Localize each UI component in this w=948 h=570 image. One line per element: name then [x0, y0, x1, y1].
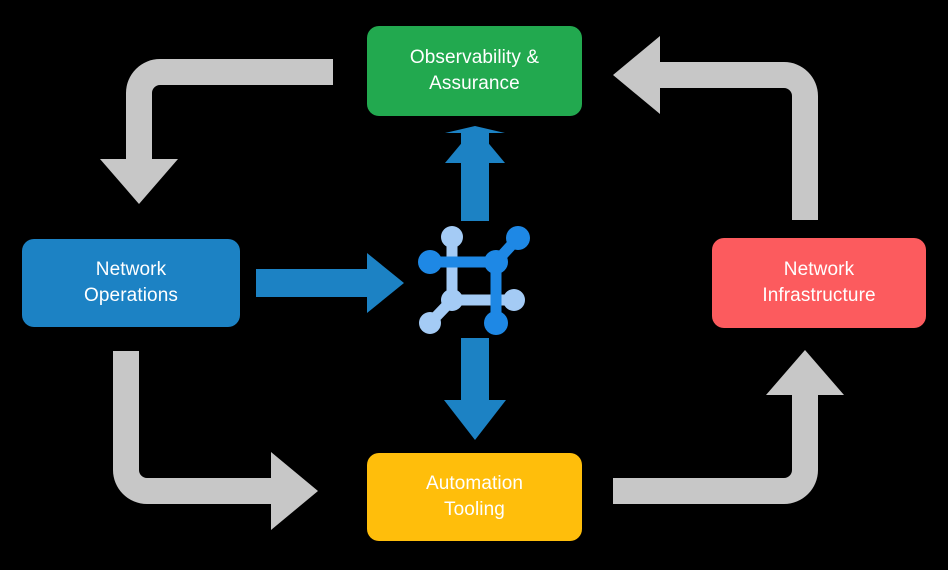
- network-icon-node-dark-left: [418, 250, 442, 274]
- node-label-network-operations: Network Operations: [84, 259, 178, 306]
- node-label-observability: Observability & Assurance: [409, 47, 540, 94]
- network-icon-node-light-bottomleft: [419, 312, 441, 334]
- connector-center-to-observability-shaft: [461, 155, 489, 221]
- network-icon-node-light-top: [441, 226, 463, 248]
- node-box-network-infrastructure[interactable]: Network Infrastructure: [712, 238, 926, 328]
- connector-infrastructure-to-observability: [613, 36, 818, 220]
- node-box-automation-tooling[interactable]: Automation Tooling: [367, 453, 582, 541]
- connector-observability-to-operations: [100, 59, 333, 204]
- connector-center-to-automation-shaft: [461, 338, 489, 406]
- node-label-network-infrastructure: Network Infrastructure: [762, 259, 876, 306]
- connector-operations-to-automation: [113, 351, 318, 530]
- node-label-automation-tooling: Automation Tooling: [425, 473, 524, 520]
- network-icon-node-light-right: [503, 289, 525, 311]
- network-icon-node-dark-topright: [506, 226, 530, 250]
- connector-center-to-observability-head: [445, 127, 505, 163]
- network-icon-node-light-mid: [441, 289, 463, 311]
- network-topology-icon: [418, 226, 530, 335]
- network-icon-node-dark-bottom: [484, 311, 508, 335]
- network-icon-node-dark-hub: [484, 250, 508, 274]
- connector-center-to-automation-head: [444, 400, 506, 440]
- connector-automation-to-infrastructure: [613, 350, 844, 504]
- node-box-network-operations[interactable]: Network Operations: [22, 239, 240, 327]
- node-box-observability[interactable]: Observability & Assurance: [367, 26, 582, 116]
- connector-operations-to-center: [256, 253, 404, 313]
